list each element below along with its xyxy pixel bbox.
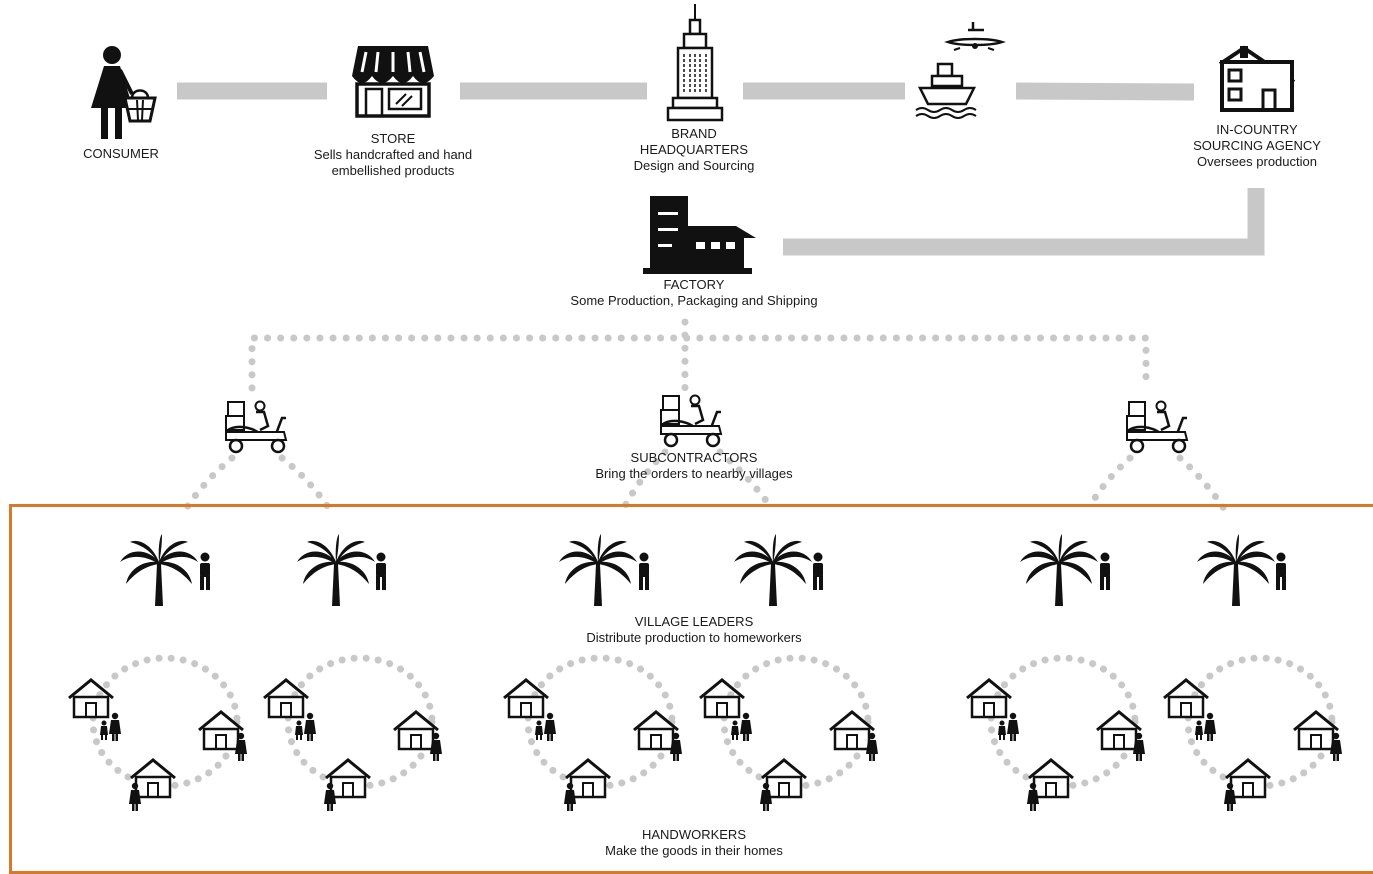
skyscraper-icon: [666, 4, 724, 122]
agency-label: IN-COUNTRY SOURCING AGENCY Oversees prod…: [1193, 122, 1321, 169]
airplane-icon: [944, 22, 1006, 51]
store-label: STORE Sells handcrafted and hand embelli…: [313, 131, 473, 178]
store-icon: [352, 46, 434, 118]
ship-icon: [915, 62, 977, 119]
handworkers-label: HANDWORKERS Make the goods in their home…: [605, 827, 783, 858]
scooter-icon: [659, 394, 723, 448]
factory-label: FACTORY Some Production, Packaging and S…: [570, 277, 818, 308]
village-leaders-label: VILLAGE LEADERS Distribute production to…: [586, 614, 802, 645]
consumer-icon: [91, 46, 157, 139]
brand-label: BRAND HEADQUARTERS Design and Sourcing: [633, 126, 755, 173]
village-region: [9, 504, 1373, 874]
consumer-label: CONSUMER: [83, 146, 159, 161]
scooter-icon: [1125, 400, 1189, 454]
house-icon: [1218, 45, 1296, 112]
factory-icon: [643, 196, 756, 274]
top-connectors: [177, 82, 1265, 256]
scooter-icon: [224, 400, 288, 454]
subcontractors-label: SUBCONTRACTORS Bring the orders to nearb…: [595, 450, 793, 481]
